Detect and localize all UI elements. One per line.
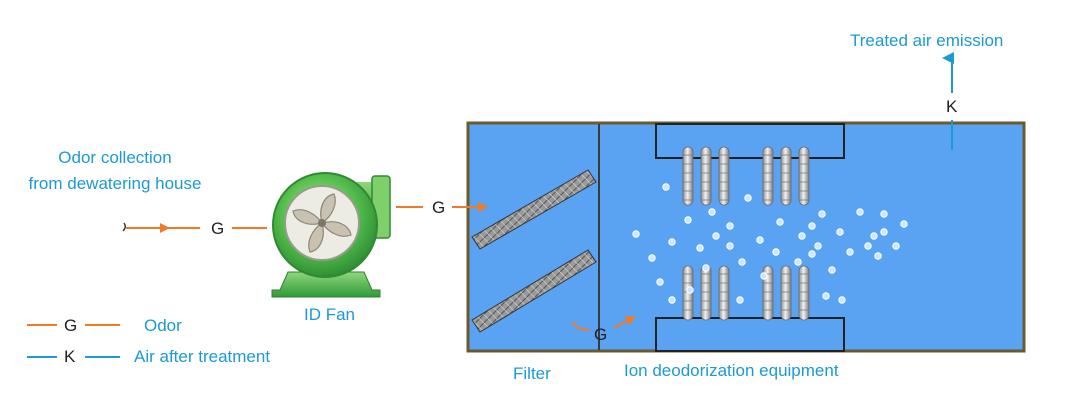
filter-mesh xyxy=(471,169,597,333)
ion-bubble xyxy=(708,208,716,216)
ion-bubble xyxy=(836,228,844,236)
ion-bubble xyxy=(702,264,710,272)
ion-tube xyxy=(682,146,694,206)
bottom-stream-code: G xyxy=(594,325,608,344)
ion-tube xyxy=(718,146,730,206)
id-fan-label: ID Fan xyxy=(304,305,356,324)
ion-tube xyxy=(762,146,774,206)
odor-collection-label: Odor collection from dewatering house xyxy=(10,145,220,197)
fan-outlet-stream-code: G xyxy=(432,198,446,217)
ion-bubble xyxy=(772,248,780,256)
ion-bubble xyxy=(712,232,720,240)
inlet-stream-code: G xyxy=(211,219,225,238)
ion-bubble xyxy=(828,266,836,274)
filter-label: Filter xyxy=(513,364,551,383)
ion-tube xyxy=(780,146,792,206)
ion-bubble xyxy=(814,242,822,250)
ion-bubble xyxy=(756,236,764,244)
ion-bubble xyxy=(846,248,854,256)
ion-bubble xyxy=(864,242,872,250)
odor-collection-line2: from dewatering house xyxy=(28,174,202,193)
ion-tube xyxy=(700,265,712,321)
ion-bubble xyxy=(656,278,664,286)
legend-label-odor: Odor xyxy=(144,316,182,335)
ion-bubbles xyxy=(632,183,908,304)
ion-bubble xyxy=(870,232,878,240)
ion-equipment-label: Ion deodorization equipment xyxy=(624,361,839,380)
ion-tube xyxy=(798,146,810,206)
treated-stream-code: K xyxy=(946,97,958,116)
ion-bubble xyxy=(856,208,864,216)
ion-bubble xyxy=(668,296,676,304)
ion-tube xyxy=(718,265,730,321)
ion-bubble xyxy=(736,296,744,304)
ion-bubble xyxy=(738,258,746,266)
ion-bubble xyxy=(880,228,888,236)
legend-code-treated: K xyxy=(64,347,76,366)
ion-bubble xyxy=(776,218,784,226)
ion-bubble xyxy=(822,292,830,300)
ion-bubble xyxy=(632,230,640,238)
deodorization-tank xyxy=(466,121,1026,353)
ion-bubble xyxy=(808,250,816,258)
ion-bubble xyxy=(880,210,888,218)
ion-bubble xyxy=(794,258,802,266)
ion-bubble xyxy=(900,220,908,228)
ion-bubble xyxy=(696,244,704,252)
odor-inlet-line xyxy=(122,222,267,233)
bottom-odor-arrow xyxy=(571,316,636,331)
ion-bubble xyxy=(668,238,676,246)
ion-bubble xyxy=(726,222,734,230)
ion-bubble xyxy=(874,252,882,260)
ion-bubble xyxy=(662,183,670,191)
ion-bubble xyxy=(798,232,806,240)
ion-bubble xyxy=(818,210,826,218)
ion-tube xyxy=(798,265,810,321)
ion-bubble xyxy=(684,216,692,224)
ion-bubble xyxy=(744,194,752,202)
ion-bubble xyxy=(648,254,656,262)
legend-lines xyxy=(27,324,120,358)
ion-bubble xyxy=(892,242,900,250)
ion-bubble xyxy=(726,242,734,250)
legend-label-treated: Air after treatment xyxy=(134,347,271,366)
id-fan-icon xyxy=(271,172,391,298)
odor-collection-line1: Odor collection xyxy=(58,148,172,167)
ion-tube xyxy=(700,146,712,206)
legend-code-odor: G xyxy=(64,316,78,335)
ion-tube xyxy=(780,265,792,321)
treated-air-label: Treated air emission xyxy=(850,31,1004,50)
ion-bubble xyxy=(808,222,816,230)
ion-bubble xyxy=(838,296,846,304)
ion-bubble xyxy=(686,286,694,294)
ion-bubble xyxy=(760,272,768,280)
